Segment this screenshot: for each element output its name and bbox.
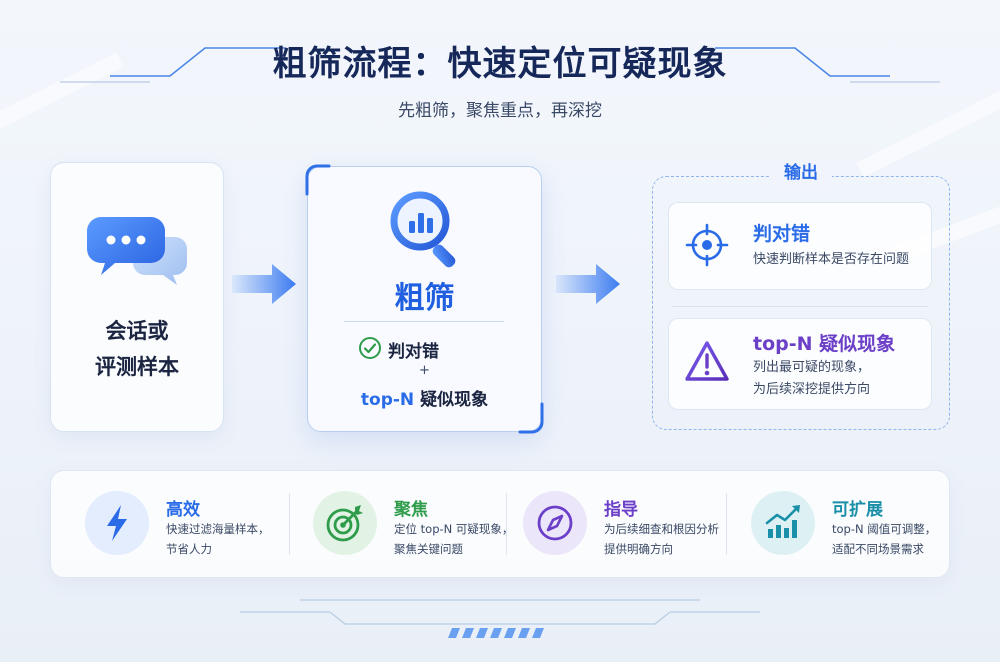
feature-desc-line1: top-N 阈值可调整， (832, 522, 937, 536)
screening-plus: + (419, 363, 430, 378)
output-label: 输出 (770, 160, 832, 186)
screening-topn: top-N 疑似现象 (308, 385, 541, 410)
feature-desc-line1: 为后续细查和根因分析 (604, 522, 719, 536)
feature-desc-line2: 节省人力 (166, 542, 212, 556)
output-item-desc: 快速判断样本是否存在问题 (753, 252, 910, 267)
crosshair-icon (685, 223, 729, 267)
screening-topn-prefix: top-N (360, 390, 415, 410)
divider (726, 493, 727, 555)
magnifier-chart-icon (388, 189, 468, 269)
feature-desc: 快速过滤海量样本， 节省人力 (166, 519, 270, 559)
feature-guide: 指导 为后续细查和根因分析 提供明确方向 (489, 471, 719, 577)
output-item-desc-line1: 列出最可疑的现象， (753, 360, 871, 375)
page-subtitle: 先粗筛，聚焦重点，再深挖 (398, 101, 602, 121)
page-title: 粗筛流程：快速定位可疑现象 (272, 44, 728, 84)
card-corner-decoration (305, 164, 544, 434)
feature-desc-line2: 适配不同场景需求 (832, 542, 924, 556)
screening-topn-suffix: 疑似现象 (420, 390, 489, 410)
feature-title: 可扩展 (832, 500, 883, 520)
feature-desc-line2: 聚焦关键问题 (394, 542, 463, 556)
lightning-icon (85, 491, 149, 555)
screening-judge: 判对错 (388, 342, 439, 362)
feature-focus: 聚焦 定位 top-N 可疑现象， 聚焦关键问题 (279, 471, 513, 577)
input-label: 会话或 评测样本 (51, 313, 223, 385)
output-item-desc: 列出最可疑的现象， 为后续深挖提供方向 (753, 357, 870, 401)
screening-title: 粗筛 (394, 281, 455, 316)
feature-desc-line1: 定位 top-N 可疑现象， (394, 522, 514, 536)
feature-title: 指导 (604, 500, 638, 520)
trend-up-icon (751, 491, 815, 555)
compass-icon (523, 491, 587, 555)
divider (289, 493, 290, 555)
output-item-title: top-N 疑似现象 (753, 333, 896, 355)
feature-title: 高效 (166, 500, 200, 520)
output-item-desc-line2: 为后续深挖提供方向 (753, 382, 871, 397)
divider (672, 306, 928, 307)
arrow-right-icon (232, 264, 296, 304)
divider (506, 493, 507, 555)
output-item-topn: top-N 疑似现象 列出最可疑的现象， 为后续深挖提供方向 (668, 318, 932, 410)
check-circle-icon (358, 336, 382, 360)
screening-card: 粗筛 判对错 + top-N 疑似现象 (305, 164, 544, 434)
features-panel: 高效 快速过滤海量样本， 节省人力 聚焦 定位 top-N 可疑现象， 聚焦关键… (50, 470, 950, 578)
input-card: 会话或 评测样本 (50, 162, 224, 432)
feature-desc-line1: 快速过滤海量样本， (166, 522, 270, 536)
chat-bubbles-icon (87, 215, 191, 287)
divider (344, 321, 504, 322)
feature-scalable: 可扩展 top-N 阈值可调整， 适配不同场景需求 (717, 471, 947, 577)
feature-desc-line2: 提供明确方向 (604, 542, 673, 556)
target-arrow-icon (313, 491, 377, 555)
warning-triangle-icon (683, 339, 731, 383)
feature-efficient: 高效 快速过滤海量样本， 节省人力 (51, 471, 281, 577)
input-label-line2: 评测样本 (95, 355, 179, 379)
feature-desc: 为后续细查和根因分析 提供明确方向 (604, 519, 719, 559)
feature-desc: 定位 top-N 可疑现象， 聚焦关键问题 (394, 519, 513, 559)
feature-desc: top-N 阈值可调整， 适配不同场景需求 (832, 519, 936, 559)
arrow-right-icon (556, 264, 620, 304)
output-item-judge: 判对错 快速判断样本是否存在问题 (668, 202, 932, 290)
input-label-line1: 会话或 (105, 319, 169, 343)
feature-title: 聚焦 (394, 500, 428, 520)
output-item-title: 判对错 (753, 223, 811, 245)
